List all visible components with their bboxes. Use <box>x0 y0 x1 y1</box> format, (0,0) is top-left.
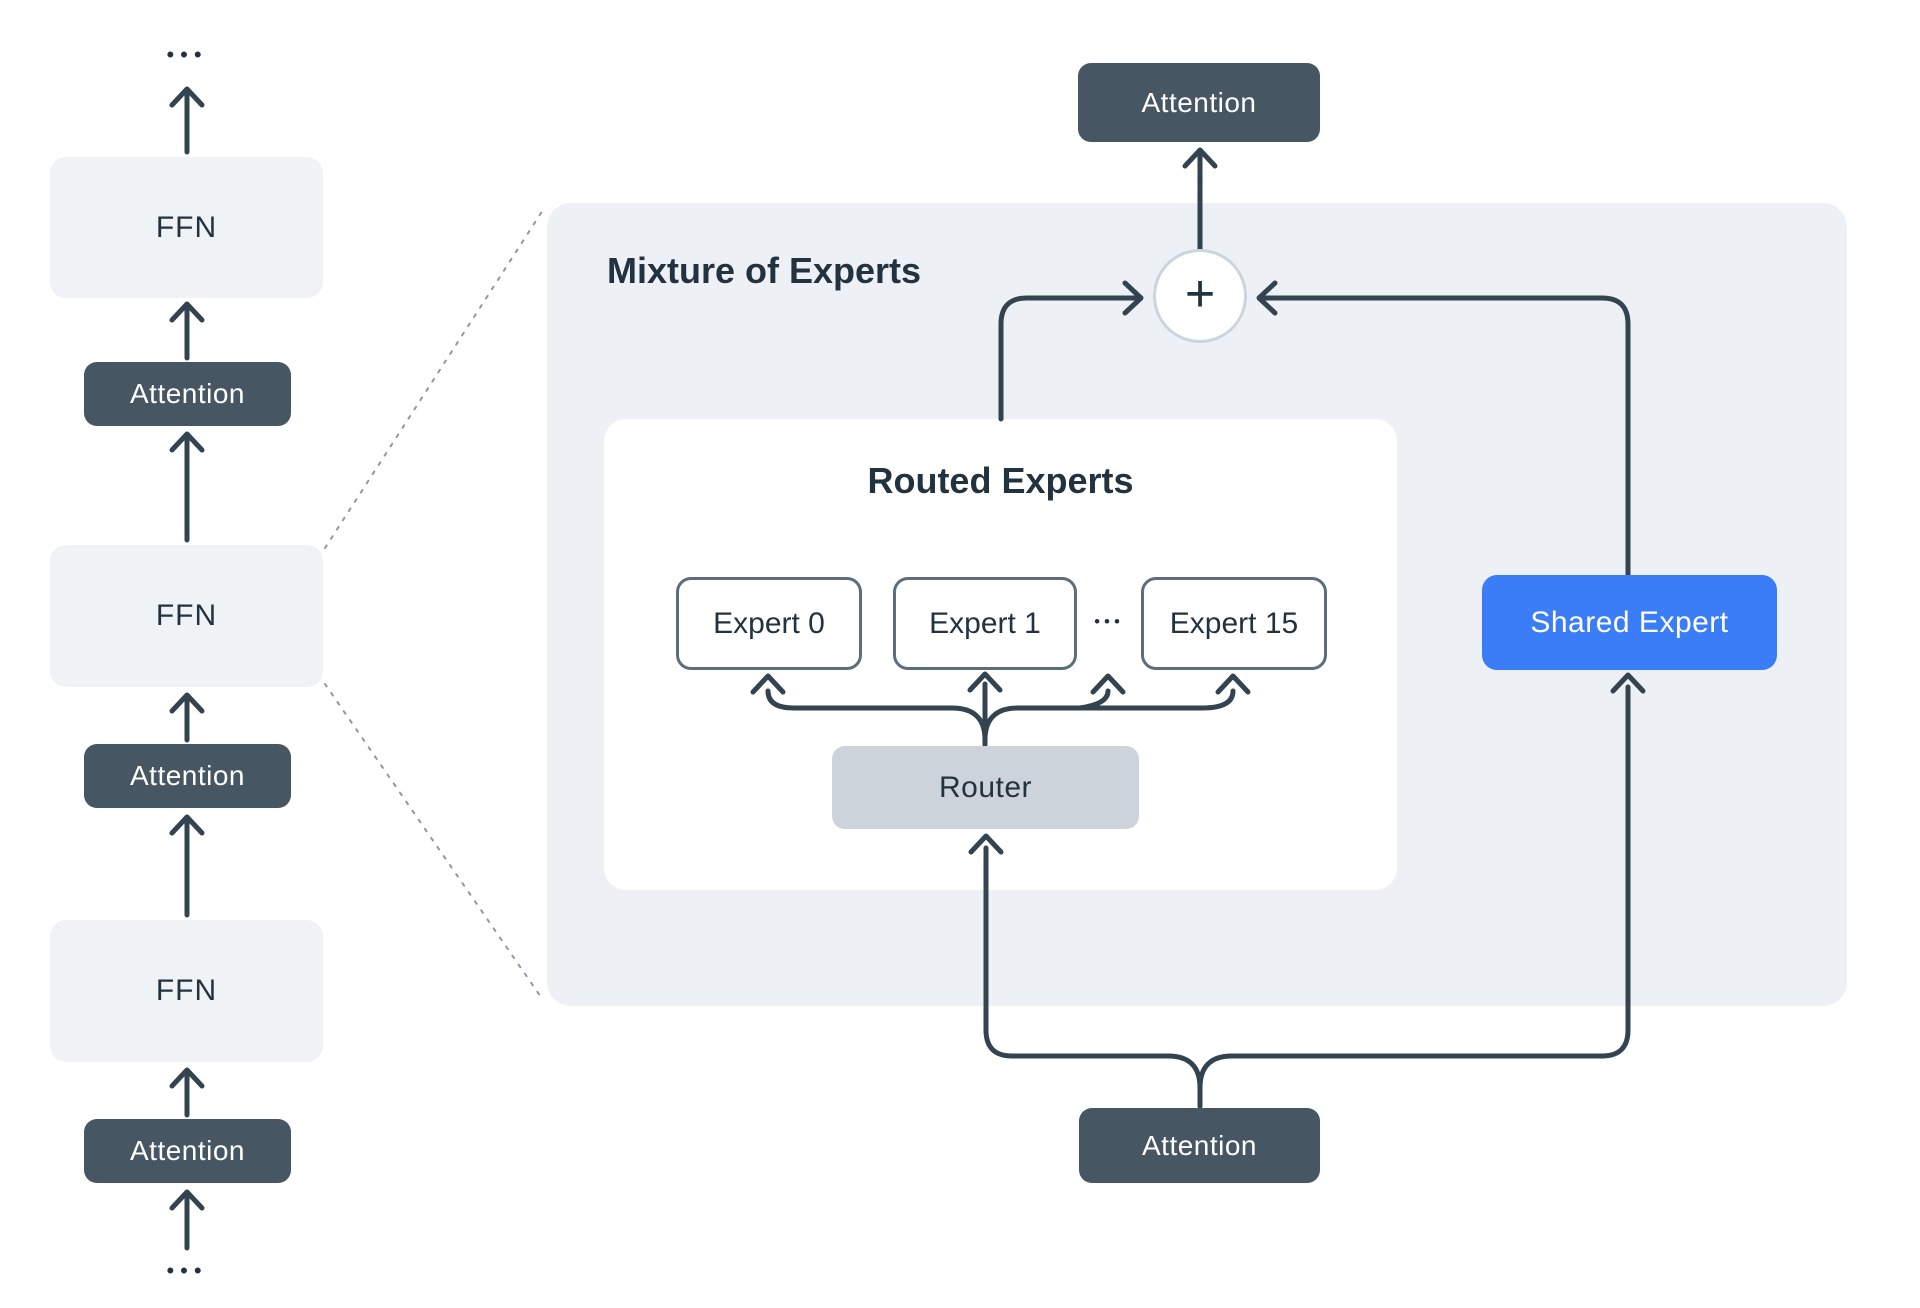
experts-ellipsis: ••• <box>1094 612 1124 631</box>
expert-15-block: Expert 15 <box>1141 577 1327 670</box>
attention-block-3: Attention <box>84 1119 291 1183</box>
stack-ellipsis-bottom: ••• <box>166 1258 208 1283</box>
zoom-guide-lines <box>324 209 544 1001</box>
router-block: Router <box>832 746 1139 829</box>
expert-0-block: Expert 0 <box>676 577 862 670</box>
shared-expert-block: Shared Expert <box>1482 575 1777 670</box>
stack-ellipsis-top: ••• <box>166 42 208 67</box>
moe-bottom-attention-block: Attention <box>1079 1108 1320 1183</box>
sum-node: + <box>1153 249 1247 343</box>
moe-panel-title: Mixture of Experts <box>607 250 922 291</box>
expert-1-block: Expert 1 <box>893 577 1077 670</box>
attention-block-2: Attention <box>84 744 291 808</box>
ffn-block-2: FFN <box>50 545 323 687</box>
routed-experts-title: Routed Experts <box>867 460 1134 501</box>
ffn-block-1: FFN <box>50 157 323 298</box>
ffn-block-3: FFN <box>50 920 323 1062</box>
attention-block-1: Attention <box>84 362 291 426</box>
moe-top-attention-block: Attention <box>1078 63 1320 142</box>
